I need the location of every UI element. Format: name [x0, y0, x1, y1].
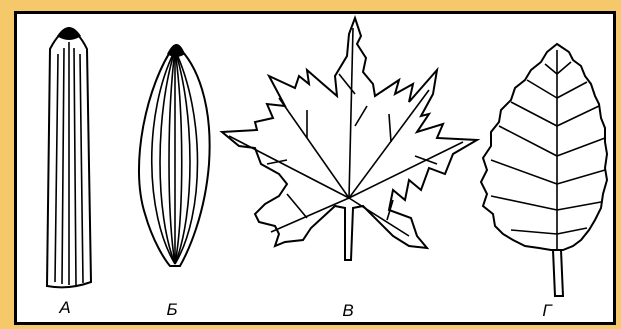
leaf-b — [139, 44, 210, 266]
leaf-a — [47, 27, 91, 287]
illustration-panel: А Б В Г — [14, 11, 616, 325]
leaf-c-outline — [222, 18, 477, 260]
leaf-d-outline — [481, 44, 607, 250]
leaf-c — [222, 18, 477, 260]
leaf-d-label: Г — [542, 302, 551, 319]
leaf-a-label: А — [59, 299, 70, 316]
leaf-d — [481, 44, 607, 296]
leaf-illustration — [17, 14, 613, 322]
leaf-b-label: Б — [166, 301, 177, 318]
leaf-d-petiole — [553, 250, 563, 296]
leaf-c-label: В — [342, 302, 353, 319]
